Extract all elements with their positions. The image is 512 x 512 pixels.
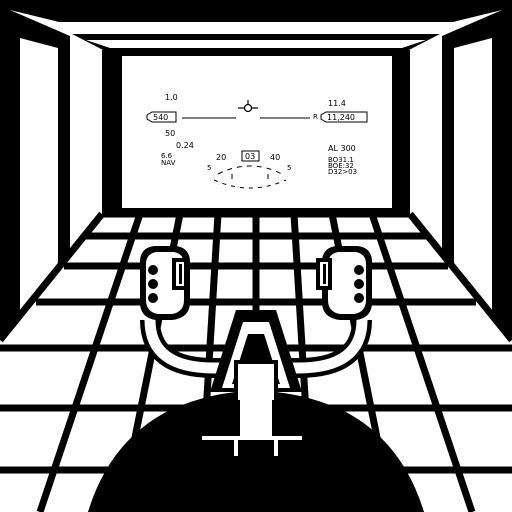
hud-display xyxy=(122,56,392,208)
pitch-ladder-upper xyxy=(217,165,283,175)
nav-value: 6.6 xyxy=(161,152,173,160)
heading-right: 40 xyxy=(270,153,280,162)
aoa-readout: 0.24 xyxy=(176,141,194,150)
hud-screen: 1.0 540 50 0.24 6.6 NAV 11.4 R 11,240 AL… xyxy=(122,56,392,208)
column-shaft xyxy=(234,360,278,404)
g-load-readout: 50 xyxy=(165,129,175,138)
pitch-right-readout: 5 xyxy=(287,164,291,172)
al-setting-readout: AL 300 xyxy=(328,144,356,153)
mach-readout: 1.0 xyxy=(165,93,178,102)
waypoint-line-3: D32>03 xyxy=(328,168,357,176)
heading-left: 20 xyxy=(216,153,226,162)
column-base xyxy=(240,398,272,438)
pitch-ladder-lower xyxy=(213,179,287,189)
heading-center: 03 xyxy=(245,152,255,161)
heading-box xyxy=(241,150,260,162)
right-wall-panel xyxy=(454,38,492,330)
altitude-rate-readout: 11.4 xyxy=(328,99,346,108)
pilot-silhouette xyxy=(88,360,424,512)
nav-label: NAV xyxy=(161,159,176,167)
pitch-left-readout: 5 xyxy=(207,164,211,172)
airspeed-readout: 540 xyxy=(153,113,168,122)
button-cluster-icon[interactable] xyxy=(148,265,158,303)
left-wall-panel xyxy=(20,38,58,330)
waypoint-line-1: BO31.1 xyxy=(328,156,354,164)
radar-mode: R xyxy=(313,113,318,121)
button-cluster-icon[interactable] xyxy=(354,265,364,303)
waypoint-line-2: BOE:32 xyxy=(328,162,354,170)
altitude-readout: 11,240 xyxy=(327,113,355,122)
altitude-box xyxy=(320,111,368,123)
airspeed-box xyxy=(146,111,177,123)
velocity-vector-icon xyxy=(238,100,258,113)
